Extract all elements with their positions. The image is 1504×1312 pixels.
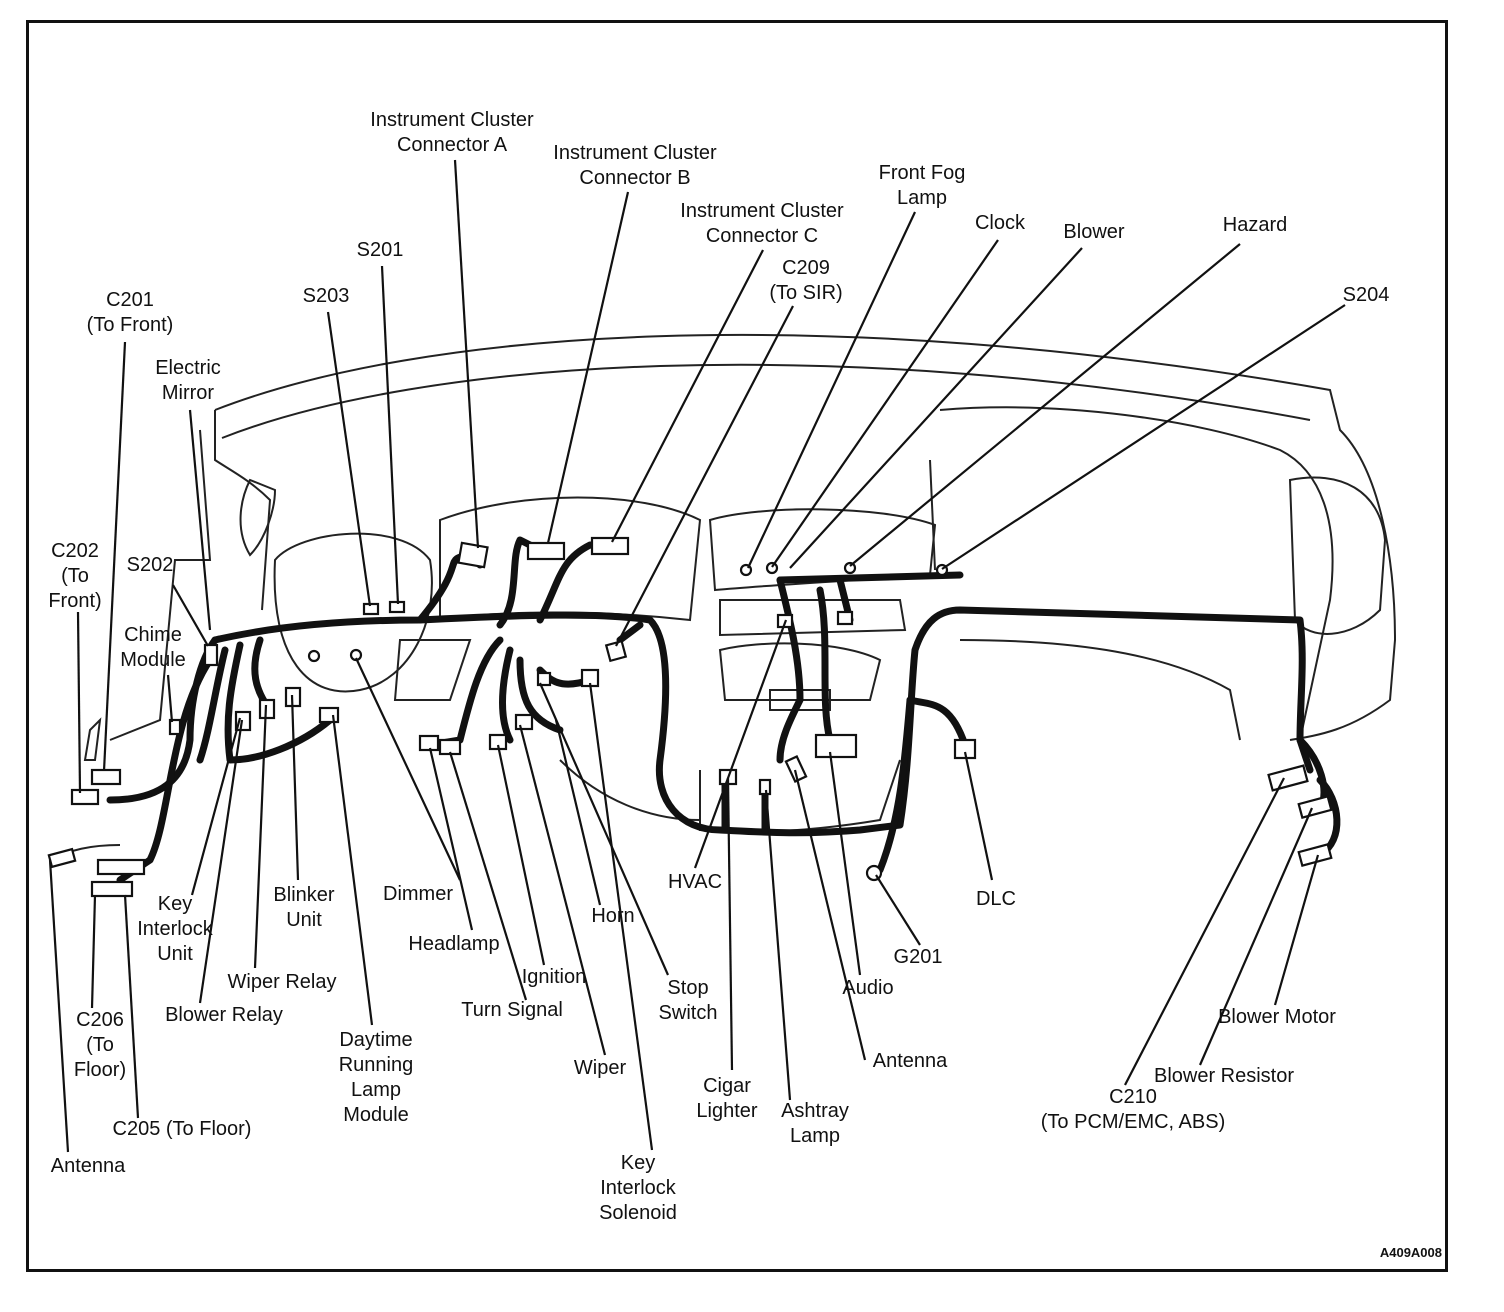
label-wiper: Wiper	[573, 1057, 627, 1079]
connectors	[47, 536, 1333, 898]
label-hazard: Hazard	[1222, 214, 1288, 236]
label-blower-relay: Blower Relay	[165, 1004, 283, 1026]
label-blower-motor: Blower Motor	[1218, 1006, 1336, 1028]
label-hvac: HVAC	[667, 871, 723, 893]
label-ignition: Ignition	[521, 966, 587, 988]
label-s202: S202	[126, 554, 174, 576]
label-s203: S203	[302, 285, 350, 307]
label-dlc: DLC	[975, 888, 1017, 910]
label-horn: Horn	[591, 905, 635, 927]
label-wiper-relay: Wiper Relay	[227, 971, 337, 993]
label-s201: S201	[356, 239, 404, 261]
label-blower-resistor: Blower Resistor	[1153, 1065, 1295, 1087]
label-blower: Blower	[1063, 221, 1125, 243]
label-dimmer: Dimmer	[383, 883, 453, 905]
label-s204: S204	[1342, 284, 1390, 306]
diagram-code: A409A008	[1379, 1245, 1442, 1260]
label-antenna-left: Antenna	[50, 1155, 126, 1177]
label-audio: Audio	[842, 977, 894, 999]
label-c205: C205 (To Floor)	[112, 1118, 252, 1140]
label-clock: Clock	[974, 212, 1026, 234]
label-c210: C210(To PCM/EMC, ABS)	[1040, 1086, 1226, 1133]
label-antenna-middle: Antenna	[872, 1050, 948, 1072]
dashboard-outline	[49, 333, 1397, 861]
label-turn-signal: Turn Signal	[461, 999, 563, 1021]
label-c209: C209(To SIR)	[769, 257, 843, 304]
label-c201: C201(To Front)	[86, 289, 174, 336]
label-g201: G201	[893, 946, 943, 968]
leader-lines	[48, 159, 1346, 1153]
label-headlamp: Headlamp	[408, 933, 500, 955]
wire-harness	[106, 536, 1341, 884]
